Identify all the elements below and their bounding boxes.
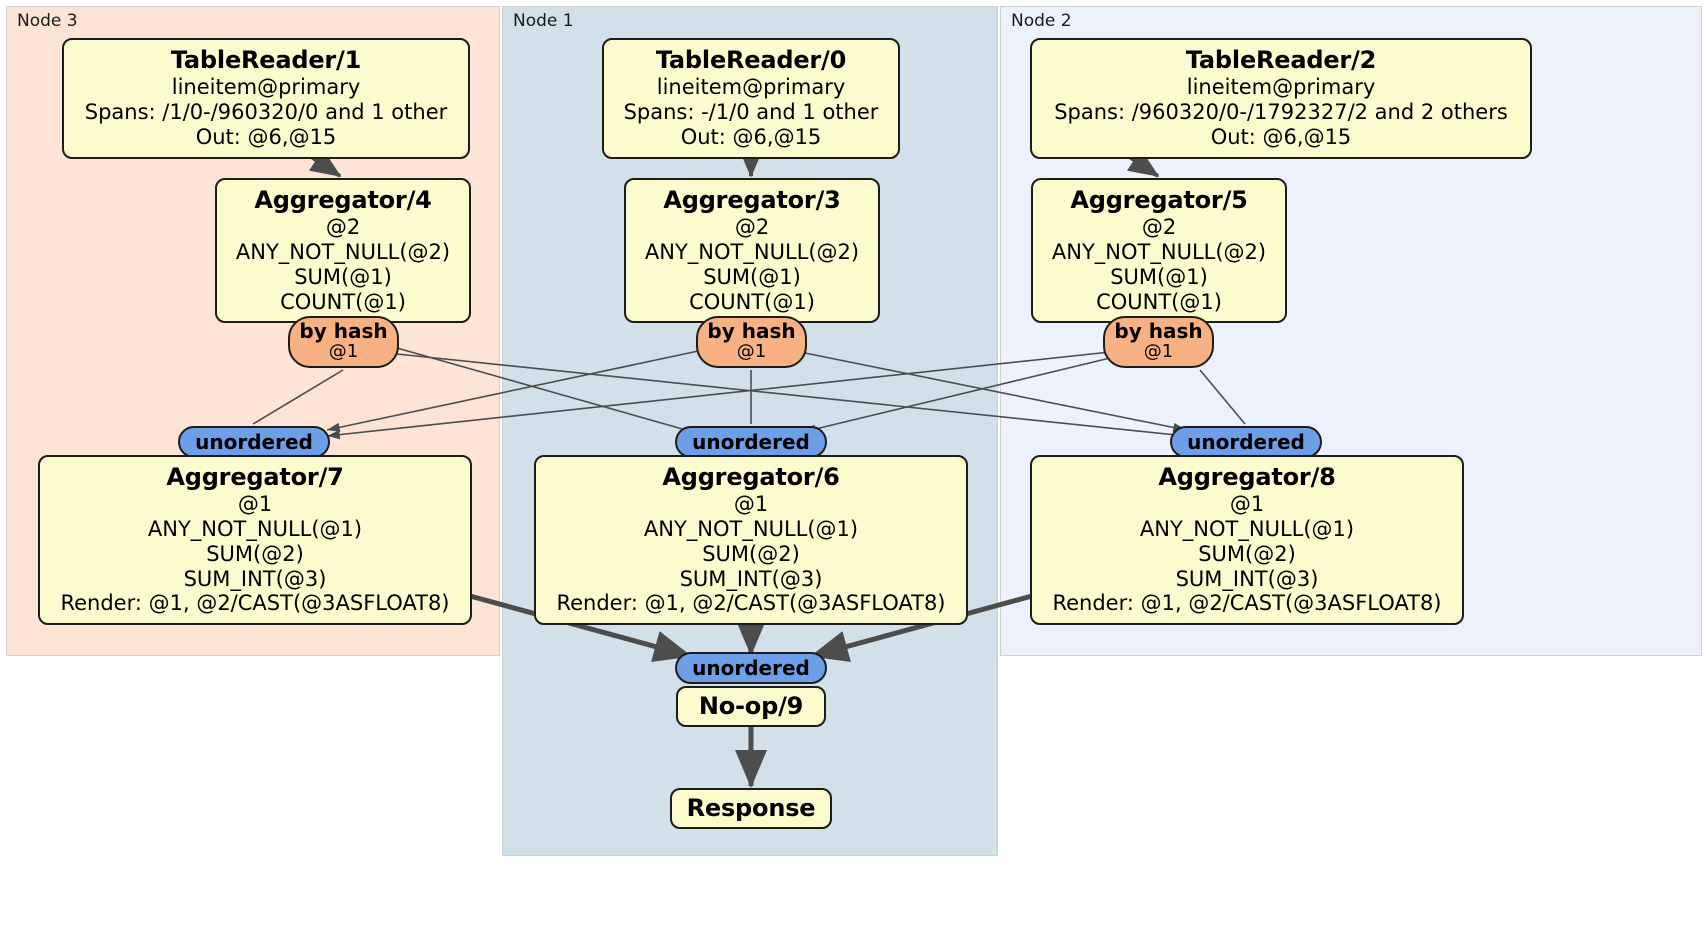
by-hash-left-column: @1 <box>328 341 359 362</box>
aggregator-4-title: Aggregator/4 <box>254 186 432 214</box>
aggregator-5-func-1: ANY_NOT_NULL(@2) <box>1051 240 1267 265</box>
synchronizer-unordered-right[interactable]: unordered <box>1170 426 1322 458</box>
aggregator-8-func-3: SUM_INT(@3) <box>1175 566 1319 591</box>
synchronizer-unordered-final[interactable]: unordered <box>675 652 827 684</box>
tablereader-2-spans: Spans: /960320/0-/1792327/2 and 2 others <box>1054 100 1508 125</box>
output-router-by-hash-center[interactable]: by hash @1 <box>696 316 807 368</box>
aggregator-8-func-2: SUM(@2) <box>1198 541 1296 566</box>
unordered-center-label: unordered <box>692 430 810 454</box>
aggregator-4-func-1: ANY_NOT_NULL(@2) <box>235 240 451 265</box>
aggregator-4-func-2: SUM(@1) <box>294 264 392 289</box>
tablereader-1-spans: Spans: /1/0-/960320/0 and 1 other <box>84 100 448 125</box>
node-panel-label-node3: Node 3 <box>17 11 78 31</box>
unordered-final-label: unordered <box>692 656 810 680</box>
aggregator-6-func-3: SUM_INT(@3) <box>679 566 823 591</box>
tablereader-2-out: Out: @6,@15 <box>1210 124 1352 149</box>
aggregator-8-func-1: ANY_NOT_NULL(@1) <box>1139 517 1355 542</box>
aggregator-7-group: @1 <box>237 492 273 517</box>
processor-tablereader-0[interactable]: TableReader/0 lineitem@primary Spans: -/… <box>602 38 900 159</box>
tablereader-2-table: lineitem@primary <box>1186 75 1376 100</box>
processor-aggregator-7[interactable]: Aggregator/7 @1 ANY_NOT_NULL(@1) SUM(@2)… <box>38 455 472 626</box>
by-hash-center-column: @1 <box>736 341 767 362</box>
unordered-right-label: unordered <box>1187 430 1305 454</box>
aggregator-3-func-2: SUM(@1) <box>703 264 801 289</box>
aggregator-6-title: Aggregator/6 <box>662 463 840 491</box>
by-hash-right-column: @1 <box>1143 341 1174 362</box>
output-router-by-hash-right[interactable]: by hash @1 <box>1103 316 1214 368</box>
synchronizer-unordered-left[interactable]: unordered <box>178 426 330 458</box>
tablereader-1-out: Out: @6,@15 <box>195 124 337 149</box>
processor-tablereader-2[interactable]: TableReader/2 lineitem@primary Spans: /9… <box>1030 38 1532 159</box>
tablereader-0-table: lineitem@primary <box>656 75 846 100</box>
aggregator-6-func-2: SUM(@2) <box>702 541 800 566</box>
aggregator-8-title: Aggregator/8 <box>1158 463 1336 491</box>
aggregator-8-render: Render: @1, @2/CAST(@3ASFLOAT8) <box>1052 591 1442 616</box>
node-panel-label-node1: Node 1 <box>513 11 574 31</box>
processor-response[interactable]: Response <box>670 788 832 830</box>
tablereader-0-out: Out: @6,@15 <box>680 124 822 149</box>
processor-aggregator-8[interactable]: Aggregator/8 @1 ANY_NOT_NULL(@1) SUM(@2)… <box>1030 455 1464 626</box>
processor-aggregator-5[interactable]: Aggregator/5 @2 ANY_NOT_NULL(@2) SUM(@1)… <box>1031 178 1287 324</box>
processor-noop-9[interactable]: No-op/9 <box>676 686 826 728</box>
by-hash-center-label: by hash <box>707 319 796 343</box>
noop-9-title: No-op/9 <box>698 692 804 720</box>
aggregator-5-group: @2 <box>1141 215 1177 240</box>
aggregator-7-func-1: ANY_NOT_NULL(@1) <box>147 517 363 542</box>
response-title: Response <box>686 794 816 822</box>
by-hash-right-label: by hash <box>1114 319 1203 343</box>
aggregator-6-group: @1 <box>733 492 769 517</box>
aggregator-3-func-3: COUNT(@1) <box>689 289 815 314</box>
aggregator-3-group: @2 <box>734 215 770 240</box>
tablereader-1-table: lineitem@primary <box>171 75 361 100</box>
synchronizer-unordered-center[interactable]: unordered <box>675 426 827 458</box>
aggregator-3-func-1: ANY_NOT_NULL(@2) <box>644 240 860 265</box>
aggregator-3-title: Aggregator/3 <box>663 186 841 214</box>
aggregator-6-render: Render: @1, @2/CAST(@3ASFLOAT8) <box>556 591 946 616</box>
aggregator-7-title: Aggregator/7 <box>166 463 344 491</box>
tablereader-1-title: TableReader/1 <box>170 46 362 74</box>
aggregator-7-func-3: SUM_INT(@3) <box>183 566 327 591</box>
by-hash-left-label: by hash <box>299 319 388 343</box>
aggregator-5-func-2: SUM(@1) <box>1110 264 1208 289</box>
processor-tablereader-1[interactable]: TableReader/1 lineitem@primary Spans: /1… <box>62 38 470 159</box>
processor-aggregator-6[interactable]: Aggregator/6 @1 ANY_NOT_NULL(@1) SUM(@2)… <box>534 455 968 626</box>
unordered-left-label: unordered <box>195 430 313 454</box>
aggregator-4-group: @2 <box>325 215 361 240</box>
aggregator-6-func-1: ANY_NOT_NULL(@1) <box>643 517 859 542</box>
aggregator-5-title: Aggregator/5 <box>1070 186 1248 214</box>
aggregator-5-func-3: COUNT(@1) <box>1096 289 1222 314</box>
processor-aggregator-4[interactable]: Aggregator/4 @2 ANY_NOT_NULL(@2) SUM(@1)… <box>215 178 471 324</box>
aggregator-7-func-2: SUM(@2) <box>206 541 304 566</box>
aggregator-4-func-3: COUNT(@1) <box>280 289 406 314</box>
aggregator-8-group: @1 <box>1229 492 1265 517</box>
aggregator-7-render: Render: @1, @2/CAST(@3ASFLOAT8) <box>60 591 450 616</box>
tablereader-0-title: TableReader/0 <box>655 46 847 74</box>
node-panel-label-node2: Node 2 <box>1011 11 1072 31</box>
tablereader-2-title: TableReader/2 <box>1185 46 1377 74</box>
processor-aggregator-3[interactable]: Aggregator/3 @2 ANY_NOT_NULL(@2) SUM(@1)… <box>624 178 880 324</box>
tablereader-0-spans: Spans: -/1/0 and 1 other <box>623 100 879 125</box>
output-router-by-hash-left[interactable]: by hash @1 <box>288 316 399 368</box>
